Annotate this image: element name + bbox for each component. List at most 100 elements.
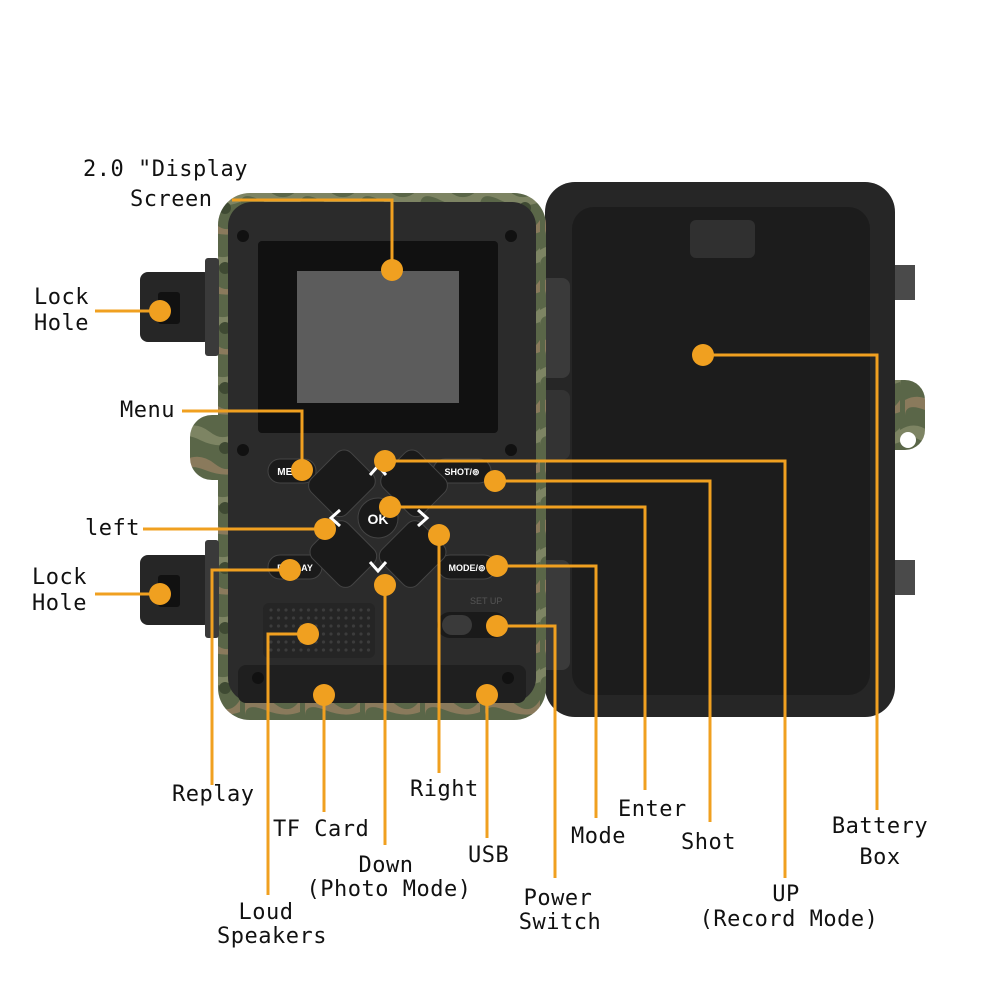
speaker-hole: [359, 632, 363, 636]
label-shot: Shot: [681, 830, 736, 855]
speaker-hole: [329, 648, 333, 652]
dot-replay: [279, 559, 301, 581]
speaker-hole: [329, 608, 333, 612]
speaker-hole: [321, 632, 326, 636]
speaker-hole: [344, 608, 348, 612]
arrow-down-icon: [368, 561, 388, 574]
label-loud-line2: Speakers: [217, 924, 327, 949]
dot-battery-box: [692, 344, 714, 366]
speaker-hole: [291, 608, 296, 612]
speaker-hole: [299, 616, 303, 620]
speaker-hole: [351, 648, 356, 652]
speaker-hole: [284, 608, 288, 612]
power-switch-knob[interactable]: [442, 615, 472, 635]
dot-menu: [291, 459, 313, 481]
dot-up: [374, 450, 396, 472]
speaker-hole: [276, 616, 281, 620]
label-display-line1: 2.0 "Display: [83, 157, 248, 182]
speaker-hole: [336, 632, 341, 636]
speaker-hole: [321, 616, 326, 620]
label-lock-top-line1: Lock: [34, 285, 89, 310]
speaker-hole: [366, 608, 371, 612]
speaker-hole: [276, 648, 281, 652]
lock-latch-top: [205, 258, 219, 356]
speaker-hole: [359, 616, 363, 620]
speaker-hole: [336, 640, 341, 644]
label-up-line1: UP: [772, 882, 800, 907]
leader-lines: [95, 198, 879, 895]
speaker-hole: [329, 632, 333, 636]
marker-dots: [149, 259, 714, 706]
label-power-line1: Power: [523, 886, 593, 911]
speaker-hole: [336, 608, 341, 612]
dot-usb: [476, 684, 498, 706]
label-replay: Replay: [172, 782, 255, 807]
battery-box-notch: [690, 220, 755, 258]
screw: [505, 444, 517, 456]
speaker-hole: [276, 624, 281, 628]
speaker-hole: [359, 640, 363, 644]
mount-hole: [900, 432, 916, 448]
label-up-line2: (Record Mode): [699, 907, 879, 932]
battery-box-housing: [545, 182, 925, 717]
dot-lock-top: [149, 300, 171, 322]
label-right: Right: [410, 777, 479, 802]
label-loud-line1: Loud: [238, 900, 294, 925]
left-button[interactable]: [304, 446, 379, 521]
speaker-hole: [269, 616, 273, 620]
speaker-hole: [306, 648, 311, 652]
dot-lock-bottom: [149, 583, 171, 605]
speaker-hole: [321, 640, 326, 644]
speaker-hole: [329, 640, 333, 644]
display-lcd: [297, 271, 459, 403]
leader-up: [385, 459, 787, 878]
speaker-hole: [336, 624, 341, 628]
speaker-hole: [351, 624, 356, 628]
speaker-hole: [366, 640, 371, 644]
dpad: [304, 446, 448, 588]
label-lock-top-line2: Hole: [34, 311, 89, 336]
speaker-hole: [329, 616, 333, 620]
speaker-hole: [269, 648, 273, 652]
speaker-hole: [306, 616, 311, 620]
dot-down: [374, 574, 396, 596]
speaker-hole: [299, 608, 303, 612]
label-battery-line2: Box: [859, 845, 901, 870]
arrow-right-icon: [417, 508, 430, 528]
leader-power-switch: [497, 624, 557, 878]
speaker-hole: [366, 632, 371, 636]
speaker-hole: [359, 624, 363, 628]
speaker-hole: [366, 624, 371, 628]
arrow-left-icon: [328, 508, 341, 528]
label-power-line2: Switch: [518, 910, 602, 935]
speaker-hole: [284, 648, 288, 652]
speaker-hole: [351, 616, 356, 620]
dot-left: [314, 518, 336, 540]
speaker-hole: [351, 640, 356, 644]
speaker-hole: [269, 624, 273, 628]
speaker-hole: [351, 608, 356, 612]
label-mode: Mode: [571, 824, 626, 849]
dot-mode: [486, 555, 508, 577]
speaker-hole: [269, 640, 273, 644]
screw: [502, 672, 514, 684]
screw: [252, 672, 264, 684]
leader-enter: [390, 505, 647, 790]
leader-shot: [495, 479, 712, 822]
label-menu: Menu: [120, 398, 175, 423]
speaker-hole: [291, 648, 296, 652]
label-lock-bottom-line2: Hole: [32, 591, 87, 616]
mode-button-label: MODE/⊚: [448, 563, 485, 573]
speaker-hole: [314, 616, 318, 620]
bottom-door: [238, 665, 526, 703]
speaker-hole: [284, 616, 288, 620]
leader-mode: [497, 564, 598, 818]
speaker-hole: [291, 624, 296, 628]
speaker-hole: [344, 616, 348, 620]
speaker-hole: [284, 640, 288, 644]
dot-shot: [484, 470, 506, 492]
label-lock-bottom-line1: Lock: [32, 565, 87, 590]
leader-loud-speakers: [266, 632, 308, 895]
